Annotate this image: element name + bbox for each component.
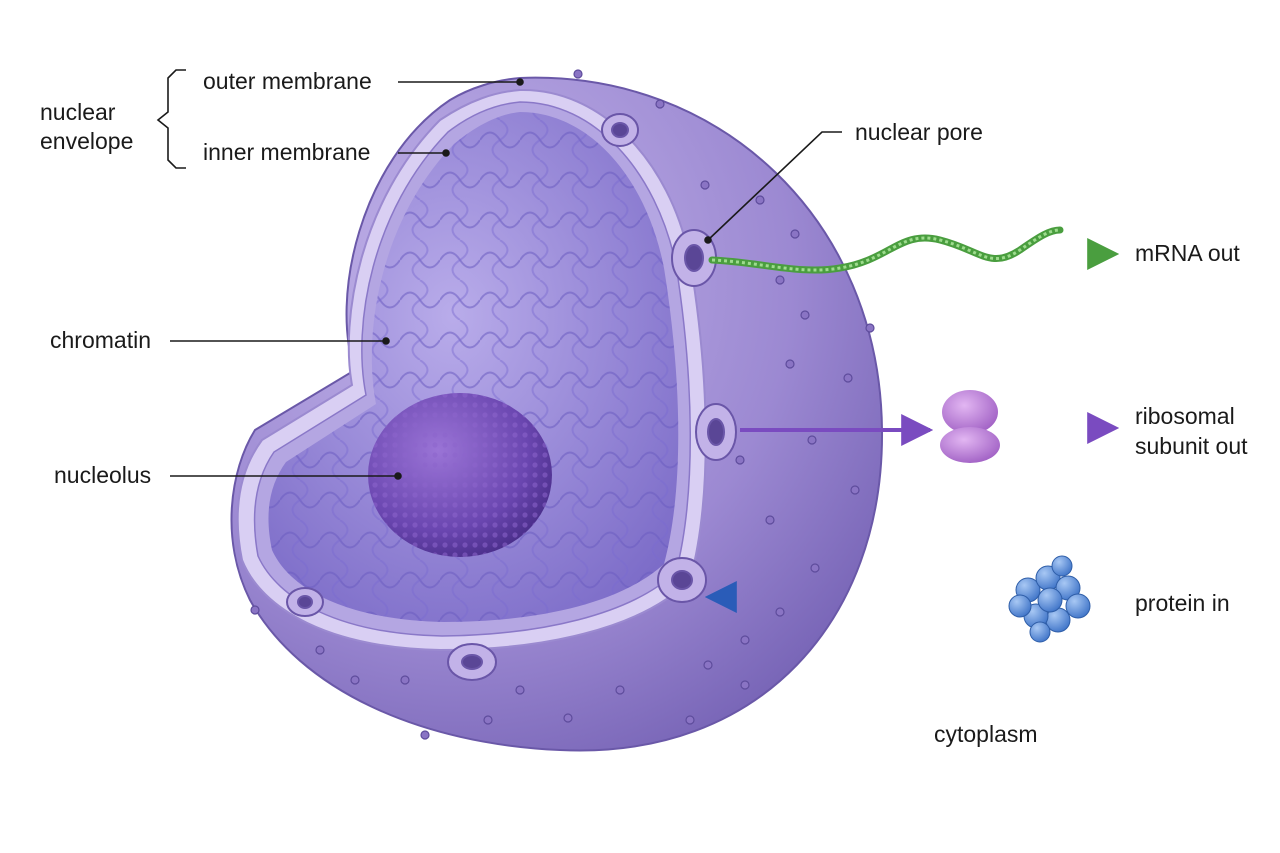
nuclear-envelope-label-line1: nuclear [40,99,116,125]
nuclear-pore-left [287,588,323,616]
nuclear-pore-protein [658,558,706,602]
mrna-out-label: mRNA out [1135,240,1240,266]
nuclear-pore-label: nuclear pore [855,119,983,145]
ribosomal-subunit [940,390,1000,463]
ribosomal-label-line1: ribosomal [1135,403,1235,429]
protein-molecule [1009,556,1090,642]
nuclear-pore-bottom [448,644,496,680]
outer-membrane-label: outer membrane [203,68,372,94]
nuclear-pore-top [602,114,638,146]
ribosomal-label-line2: subunit out [1135,433,1248,459]
protein-in-label: protein in [1135,590,1230,616]
nuclear-pore-ribosome [696,404,736,460]
nucleolus-label: nucleolus [54,462,151,488]
nuclear-envelope-label-line2: envelope [40,128,133,154]
cytoplasm-label: cytoplasm [934,721,1038,747]
inner-membrane-label: inner membrane [203,139,370,165]
nuclear-envelope-bracket [158,70,186,168]
chromatin-label: chromatin [50,327,151,353]
